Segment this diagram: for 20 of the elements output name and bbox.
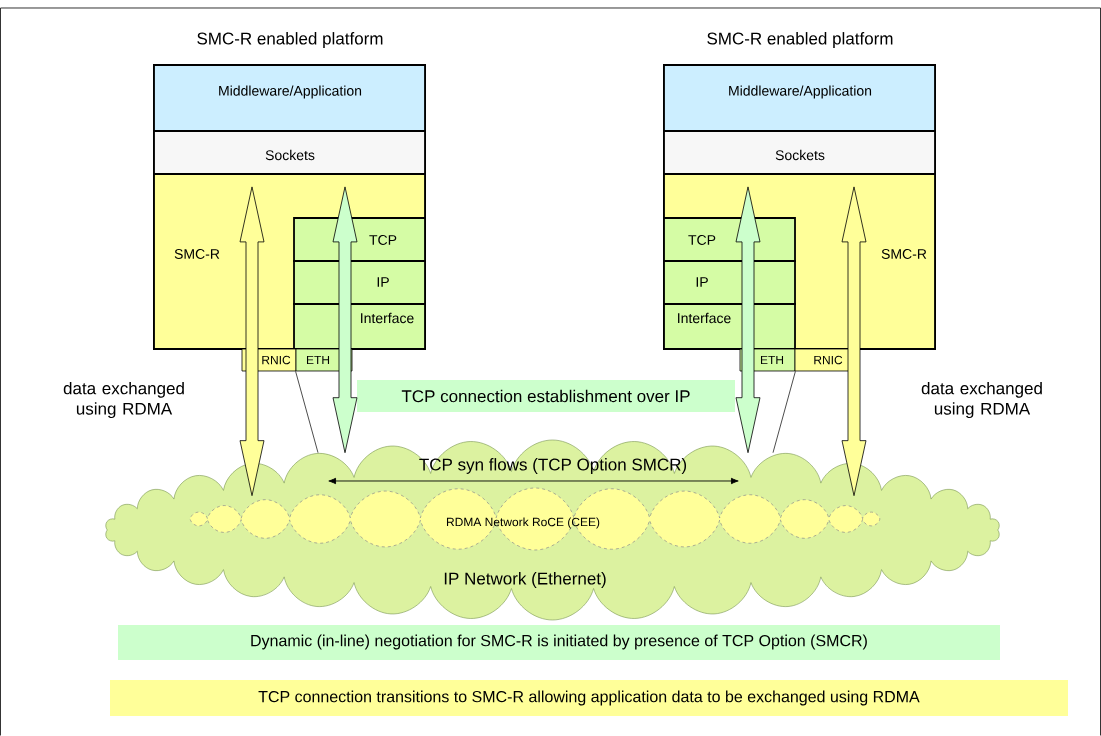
- banner: Dynamic (in-line) negotiation for SMC-R is initiated by presence of TCP Option (SMCR): [118, 625, 1000, 660]
- banner: TCP connection establishment over IP: [357, 380, 735, 412]
- block-arrow: [239, 186, 265, 497]
- leader-line: [295, 371, 319, 454]
- layer-box: Middleware/Application: [663, 64, 936, 132]
- layer-box: Sockets: [153, 130, 426, 175]
- port-box: RNIC: [794, 348, 852, 372]
- node-label: SMC-R enabled platform: [197, 32, 383, 48]
- text-label: data exchanged using RDMA: [921, 381, 1042, 419]
- banner: TCP connection transitions to SMC-R allowing application data to be exchanged using RDMA: [110, 680, 1068, 716]
- layer-box: Middleware/Application: [153, 64, 426, 132]
- block-arrow: [841, 186, 867, 497]
- leader-line: [772, 371, 796, 454]
- block-arrow: [332, 186, 358, 454]
- network-cloud: RDMA Network RoCE (CEE): [189, 487, 881, 551]
- layer-box: Sockets: [663, 130, 936, 175]
- text-label: data exchanged using RDMA: [63, 381, 184, 419]
- text-label: TCP syn flows (TCP Option SMCR): [419, 458, 687, 474]
- block-arrow: [735, 186, 761, 454]
- node-label: SMC-R enabled platform: [707, 32, 893, 48]
